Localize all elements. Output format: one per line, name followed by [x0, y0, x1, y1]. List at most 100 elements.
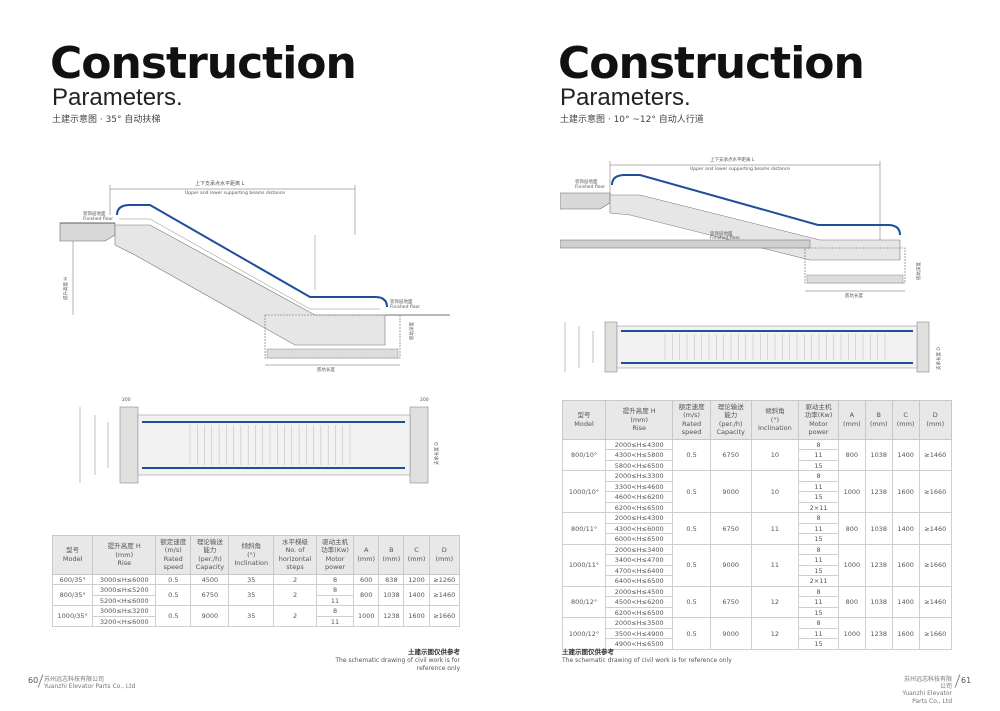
dim-d-cell: ≥1460 [918, 512, 953, 545]
escalator-elevation-diagram: 上下支承点水平距离 L Upper and lower supporting b… [59, 180, 450, 373]
column-header-en: steps [286, 563, 304, 572]
column-header-en: Rise [117, 559, 132, 568]
column-header-cn: C [414, 546, 419, 555]
model-cell: 800/11° [561, 512, 607, 545]
dim-c-cell: 1600 [891, 470, 920, 514]
pit-floor [266, 348, 399, 359]
column-header: A(mm) [837, 400, 866, 440]
capacity-cell: 6750 [709, 585, 752, 619]
walk-plan-pallets [664, 334, 886, 360]
dim-d-cell: ≥1260 [428, 573, 461, 586]
walk-support-length-label: 支承长度 D [935, 347, 942, 370]
diagram-caption-left: 土建示意图 · 35° 自动扶梯 [52, 115, 161, 125]
walk-finished-floor-lower: 装饰层地面 [710, 230, 733, 237]
inclination-cell: 10 [750, 470, 800, 514]
power-cell: 15 [798, 638, 839, 650]
column-header-en: (m/s) [683, 411, 701, 420]
rise-cell: 4600<H≤6200 [605, 491, 674, 503]
walk-pit-floor [806, 274, 904, 284]
page-title-left: Construction [50, 38, 357, 89]
reference-note-en: The schematic drawing of civil work is f… [562, 656, 732, 664]
inclination-cell: 11 [750, 512, 800, 545]
column-header-en: (mm) [115, 550, 134, 559]
column-header-cn: B [876, 411, 881, 420]
pit-depth-label: 底坑深度 [408, 322, 415, 340]
finished-floor-lower-label-en: Finished floor [390, 304, 420, 310]
column-header-en: (mm) [842, 419, 861, 428]
column-header-en: Motor [325, 554, 345, 563]
walk-handrail [611, 174, 901, 236]
rise-cell: 2000≤H≤4300 [605, 438, 674, 451]
reference-note-right: 土建示图仅供参考 The schematic drawing of civil … [562, 648, 762, 665]
column-header-en: 功率(Kw) [321, 546, 349, 555]
walk-finished-floor-upper-en: Finished floor [575, 184, 605, 190]
column-header-en: (mm) [630, 415, 649, 424]
power-cell: 11 [798, 627, 839, 640]
dim-d-cell: ≥1460 [428, 584, 461, 607]
column-header-cn: D [441, 546, 447, 555]
inclination-cell: 10 [750, 438, 800, 472]
reference-note-left: 土建示图仅供参考 The schematic drawing of civil … [330, 648, 460, 672]
column-header-en: power [325, 563, 346, 572]
column-header: D(mm) [428, 535, 461, 575]
column-header: D(mm) [918, 400, 953, 440]
power-cell: 8 [798, 585, 839, 598]
power-cell: 8 [798, 543, 839, 556]
column-header-en: Rated [682, 419, 702, 428]
dim-a-cell: 1000 [353, 605, 380, 628]
rise-cell: 3200<H≤6000 [92, 615, 157, 628]
model-cell: 800/10° [561, 438, 607, 472]
column-header-cn: D [932, 411, 938, 420]
dim-d-cell: ≥1660 [918, 470, 953, 514]
rise-cell: 2000≤H≤4300 [605, 512, 674, 524]
dim-a-cell: 800 [837, 512, 866, 545]
column-header: 倾斜角(°)Inclination [750, 400, 800, 440]
capacity-cell: 4500 [190, 573, 230, 586]
column-header-en: (mm) [869, 419, 888, 428]
reference-note-en: The schematic drawing of civil work is f… [335, 656, 460, 672]
power-cell: 2×11 [798, 501, 839, 514]
page-number-left: 60 [28, 676, 39, 685]
plan-upper-landing [119, 406, 139, 484]
model-cell: 1000/11° [561, 543, 607, 587]
footer-cn-right: 苏州远志科技有限公司 [903, 676, 952, 691]
column-header-en: (per./h) [718, 419, 743, 428]
power-cell: 8 [315, 584, 355, 596]
rise-cell: 6000<H≤6500 [605, 533, 674, 545]
dim-d-cell: ≥1460 [918, 438, 953, 472]
column-header-cn: B [389, 546, 394, 555]
column-header-cn: 理论输送 [196, 538, 223, 546]
dim-a-cell: 1000 [837, 617, 866, 650]
column-header-cn: 倾斜角 [765, 407, 785, 416]
column-header-en: 能力 [724, 411, 738, 420]
dim-c-cell: 1400 [891, 585, 920, 619]
column-header: B(mm) [378, 535, 405, 575]
plan-steps [189, 425, 351, 465]
walk-finished-floor-upper: 装饰层地面 [575, 178, 598, 185]
power-cell: 2×11 [798, 575, 839, 587]
dim-c-cell: 1400 [891, 438, 920, 472]
rise-cell: 5800<H≤6500 [605, 459, 674, 472]
model-cell: 800/12° [561, 585, 607, 619]
column-header-en: (per./h) [198, 554, 222, 563]
page-divider-left [37, 674, 44, 688]
dim-a-cell: 1000 [837, 470, 866, 514]
column-header: A(mm) [353, 535, 380, 575]
speed-cell: 0.5 [672, 470, 711, 514]
rise-cell: 2000≤H≤3300 [605, 470, 674, 482]
escalator-truss [114, 224, 386, 346]
dim-b-cell: 838 [378, 573, 405, 586]
escalator-plan-diagram: 200 200 支承长度 D [79, 397, 440, 484]
right-page: Construction Parameters. 土建示意图 · 10° ~12… [500, 0, 1000, 711]
power-cell: 15 [798, 459, 839, 472]
capacity-cell: 9000 [190, 605, 230, 628]
support-distance-label: 上下支承点水平距离 L [195, 180, 245, 187]
dim-d-cell: ≥1660 [428, 605, 461, 628]
